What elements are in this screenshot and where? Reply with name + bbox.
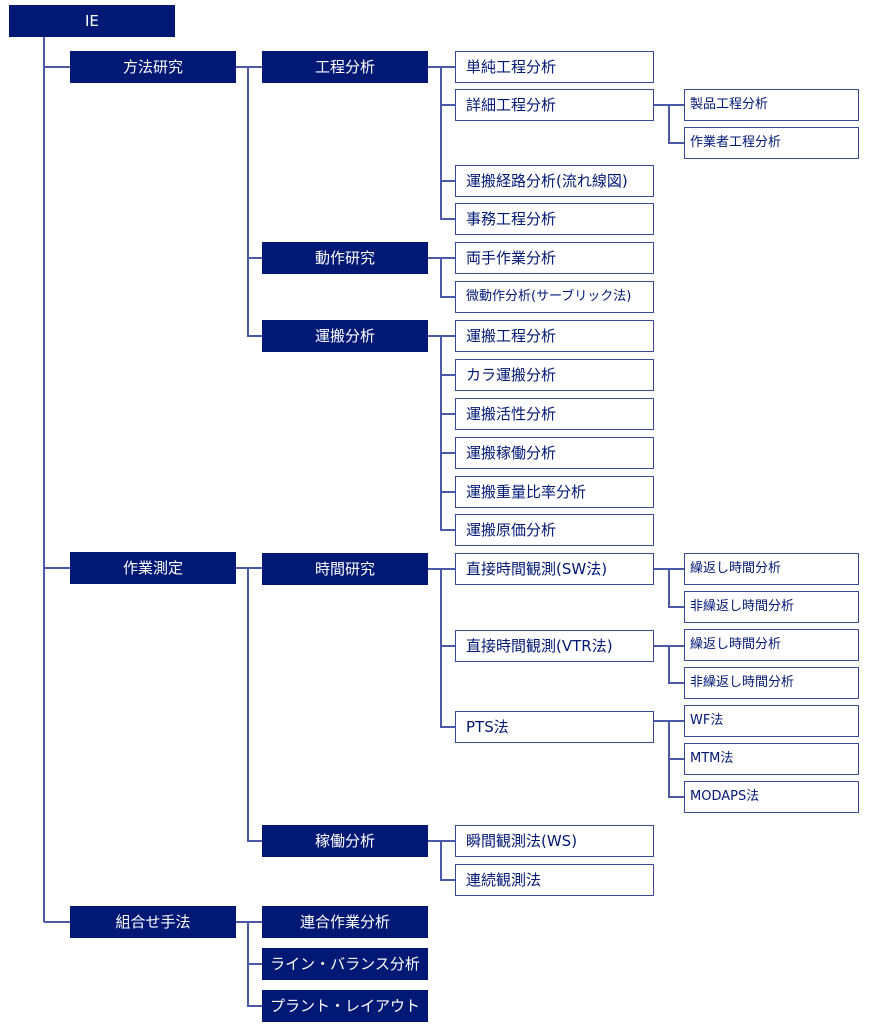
node-leaf: 詳細工程分析 [455, 89, 654, 121]
node-leaf: PTS法 [455, 711, 654, 743]
node-leaf: カラ運搬分析 [455, 359, 654, 391]
node-handling-analysis: 運搬分析 [262, 320, 428, 352]
node-leaf: 運搬稼働分析 [455, 437, 654, 469]
node-motion-study: 動作研究 [262, 242, 428, 274]
node-leaf: 運搬活性分析 [455, 398, 654, 430]
node-method-study: 方法研究 [70, 51, 236, 83]
node-leaf: 繰返し時間分析 [684, 553, 859, 585]
node-leaf: MTM法 [684, 743, 859, 775]
node-time-study: 時間研究 [262, 553, 428, 585]
node-work-measurement: 作業測定 [70, 552, 236, 584]
node-leaf: 瞬間観測法(WS) [455, 825, 654, 857]
node-process-analysis: 工程分析 [262, 51, 428, 83]
node-leaf: 非繰返し時間分析 [684, 667, 859, 699]
node-combination: 組合せ手法 [70, 906, 236, 938]
node-leaf: 事務工程分析 [455, 203, 654, 235]
node-combination-item: ライン・バランス分析 [262, 948, 428, 980]
node-leaf: 運搬経路分析(流れ線図) [455, 165, 654, 197]
node-leaf: MODAPS法 [684, 781, 859, 813]
node-leaf: 連続観測法 [455, 864, 654, 896]
node-leaf: 直接時間観測(SW法) [455, 553, 654, 585]
node-leaf: 作業者工程分析 [684, 127, 859, 159]
node-work-sampling: 稼働分析 [262, 825, 428, 857]
node-combination-item: プラント・レイアウト [262, 990, 428, 1022]
node-leaf: WF法 [684, 705, 859, 737]
node-leaf: 運搬重量比率分析 [455, 476, 654, 508]
node-leaf: 単純工程分析 [455, 51, 654, 83]
node-root: IE [9, 5, 175, 37]
node-leaf: 製品工程分析 [684, 89, 859, 121]
node-leaf: 両手作業分析 [455, 242, 654, 274]
node-leaf: 繰返し時間分析 [684, 629, 859, 661]
node-leaf: 微動作分析(サーブリック法) [455, 281, 654, 313]
node-leaf: 運搬原価分析 [455, 514, 654, 546]
node-leaf: 直接時間観測(VTR法) [455, 630, 654, 662]
node-leaf: 非繰返し時間分析 [684, 591, 859, 623]
node-leaf: 運搬工程分析 [455, 320, 654, 352]
node-combination-item: 連合作業分析 [262, 906, 428, 938]
